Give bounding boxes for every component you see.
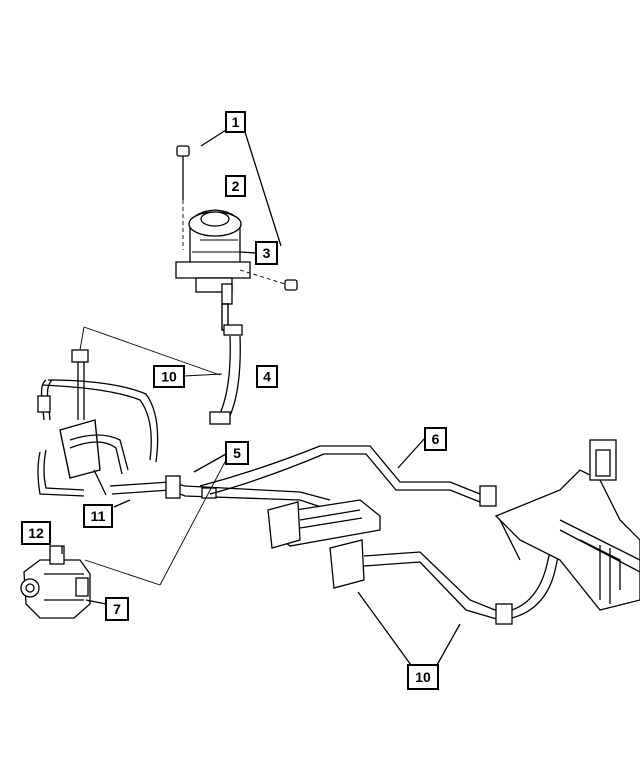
callout-7-label: 7 (113, 601, 121, 617)
callout-1: 1 (225, 111, 246, 133)
callout-3: 3 (255, 241, 278, 265)
callout-4-label: 4 (263, 369, 271, 385)
leader-lines (61, 129, 461, 666)
callout-10-top: 10 (153, 365, 185, 388)
pressure-hose-loop (37, 349, 159, 497)
callout-6-label: 6 (432, 431, 440, 447)
callout-11-label: 11 (91, 508, 106, 524)
callout-2-label: 2 (232, 178, 240, 194)
callout-7: 7 (105, 597, 129, 621)
power-steering-reservoir (175, 209, 251, 305)
callout-2: 2 (225, 175, 246, 197)
callout-12: 12 (21, 521, 51, 545)
callout-10-bottom: 10 (407, 664, 439, 690)
pressure-line-assembly (109, 445, 497, 511)
callout-3-label: 3 (263, 245, 271, 261)
callout-5: 5 (225, 441, 249, 465)
callout-6: 6 (424, 427, 447, 451)
power-steering-cooler (267, 499, 569, 625)
callout-10-bottom-label: 10 (415, 669, 431, 685)
steering-gear (494, 439, 640, 611)
callout-4: 4 (256, 365, 278, 388)
reservoir-bolt (176, 145, 190, 250)
callout-12-label: 12 (28, 525, 44, 541)
reservoir-supply-hose (209, 303, 243, 425)
callout-11: 11 (83, 504, 113, 528)
callout-1-label: 1 (232, 114, 240, 130)
callout-5-label: 5 (233, 445, 241, 461)
power-steering-pump (20, 545, 91, 619)
reservoir-nut (239, 269, 298, 291)
callout-10-top-label: 10 (161, 369, 177, 385)
